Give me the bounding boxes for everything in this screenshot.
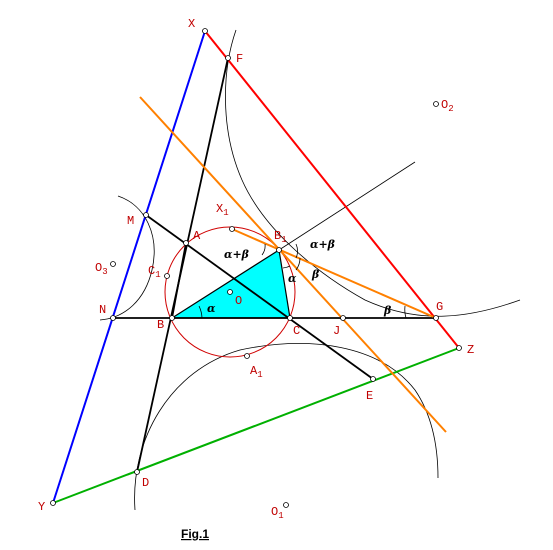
point-e (370, 376, 376, 382)
label-o: O (235, 294, 242, 308)
label-o2-main: O (441, 98, 448, 112)
line-b-a (171, 242, 187, 319)
excircle-o3-arc (99, 195, 155, 321)
angle-label-beta-g: β (383, 304, 392, 317)
point-o (227, 289, 233, 295)
label-n: N (99, 303, 106, 317)
point-g (433, 315, 439, 321)
point-a1 (244, 353, 250, 359)
label-o3-main: O (95, 261, 102, 275)
angle-arc-b1-beta (295, 257, 301, 271)
label-o1: O1 (271, 505, 284, 521)
label-b1: B1 (274, 229, 287, 245)
label-b: B (157, 318, 164, 332)
label-b1-main: B (274, 229, 281, 243)
angle-label-alpha-beta-right: α+β (310, 238, 336, 251)
label-a1: A1 (250, 364, 263, 380)
label-g: G (436, 300, 443, 314)
red-line-x-z (204, 30, 460, 349)
figure-caption: Fig.1 (181, 527, 209, 541)
point-x (202, 28, 208, 34)
orange-line-tangent (139, 96, 447, 433)
point-c (287, 315, 293, 321)
angle-label-alpha-beta-left: α+β (224, 248, 250, 261)
angle-arc-b1-right (295, 243, 298, 259)
angle-label-alpha-b: α (207, 302, 216, 315)
label-a1-sub: 1 (257, 370, 262, 380)
label-d: D (142, 476, 149, 490)
excircle-o1-arc (134, 343, 439, 511)
green-line-y-z (52, 347, 460, 504)
label-a: A (193, 229, 201, 243)
point-markers (50, 28, 462, 508)
label-m: M (127, 214, 134, 228)
angle-label-beta-b1: β (311, 268, 320, 281)
point-o3 (110, 261, 116, 267)
angle-arc-b1-alpha (282, 265, 291, 269)
label-c1-main: C (148, 264, 155, 278)
point-n (110, 315, 116, 321)
point-o1 (283, 502, 289, 508)
point-j (340, 315, 346, 321)
point-y (50, 500, 56, 506)
label-x1-main: X (216, 202, 223, 216)
line-m-e (145, 214, 374, 380)
angle-arc-g (404, 305, 407, 319)
label-x1-sub: 1 (223, 208, 228, 218)
excircle-o2-arc (225, 29, 521, 317)
label-z: Z (467, 343, 474, 357)
blue-line-x-y (52, 30, 206, 504)
angle-label-alpha-b1: α (288, 272, 297, 285)
label-c1-sub: 1 (155, 270, 160, 280)
point-z (456, 345, 462, 351)
point-b1 (276, 247, 282, 253)
label-o1-main: O (271, 505, 278, 519)
ray-b1 (278, 161, 416, 251)
label-x: X (188, 17, 195, 31)
point-x1 (229, 226, 235, 232)
label-o3-sub: 3 (102, 267, 107, 277)
angle-arcs (198, 243, 407, 319)
label-c: C (293, 324, 300, 338)
orange-line-b1-g (231, 228, 437, 319)
label-b1-sub: 1 (281, 235, 286, 245)
label-y: Y (38, 500, 45, 514)
angle-arc-b (198, 305, 203, 319)
point-m (143, 212, 149, 218)
point-b (169, 315, 175, 321)
excircle-arcs (99, 29, 521, 511)
label-o1-sub: 1 (278, 511, 283, 521)
label-o2-sub: 2 (448, 104, 453, 114)
label-e: E (366, 389, 373, 403)
angle-arc-b1-left (261, 243, 266, 256)
label-o3: O3 (95, 261, 108, 277)
label-c1: C1 (148, 264, 161, 280)
label-x1: X1 (216, 202, 229, 218)
point-a (183, 240, 189, 246)
label-o2: O2 (441, 98, 454, 114)
point-f (225, 55, 231, 61)
label-a1-main: A (250, 364, 258, 378)
point-c1 (164, 273, 170, 279)
label-f: F (236, 52, 243, 66)
point-d (134, 469, 140, 475)
point-o2 (433, 101, 439, 107)
label-j: J (333, 324, 340, 338)
